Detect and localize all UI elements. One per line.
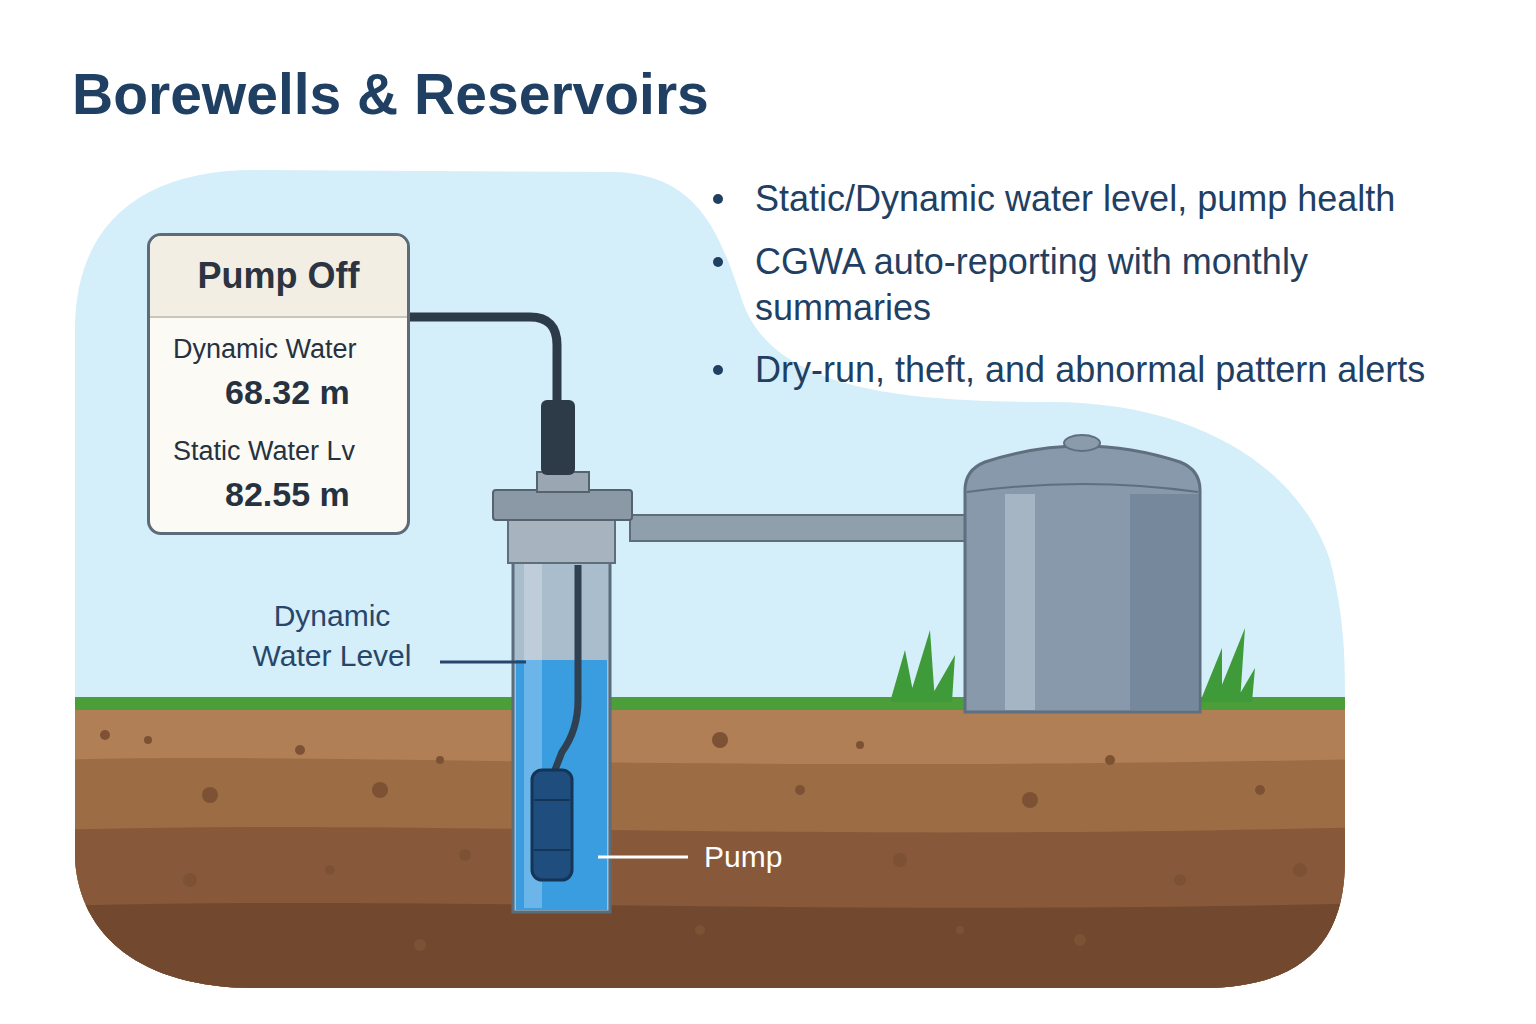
status-panel: Pump OffDynamic Water 68.32 m Static Water…	[147, 233, 410, 535]
part-label: Pump	[704, 838, 782, 876]
well-collar	[508, 518, 615, 563]
bullet-dots	[713, 194, 723, 375]
bullet-dot	[713, 194, 723, 204]
feature-bullet: Dry-run, theft, and abnormal pattern ale…	[755, 347, 1425, 393]
borewell	[410, 317, 632, 912]
tank-knob	[1064, 435, 1100, 451]
soil-layer	[0, 898, 1536, 1024]
leader-line	[598, 856, 688, 859]
reading-label: Dynamic Water	[173, 333, 357, 366]
tank-shade	[1130, 494, 1198, 710]
pump-band	[534, 849, 570, 851]
soil-top	[0, 705, 1536, 1024]
bullet-dot	[713, 365, 723, 375]
soil-layer	[0, 822, 1536, 1024]
bullet-dot	[713, 257, 723, 267]
well-flange	[493, 490, 632, 520]
reading-value: 82.55 m	[225, 474, 350, 514]
reading-value: 68.32 m	[225, 372, 350, 412]
reservoir-tank	[965, 435, 1200, 712]
outlet-pipe	[630, 515, 968, 541]
feature-bullet: CGWA auto-reporting with monthly summari…	[755, 239, 1415, 331]
soil-layer	[0, 755, 1536, 1024]
status-heading: Pump Off	[150, 236, 407, 316]
soil-pebbles	[100, 730, 1307, 951]
pump-band	[534, 799, 570, 801]
tank-seam	[967, 484, 1198, 492]
feature-bullet: Static/Dynamic water level, pump health	[755, 176, 1395, 222]
tank-body	[965, 446, 1200, 712]
well-casing	[513, 560, 610, 912]
submersible-pump	[532, 770, 572, 880]
diagram-title: Borewells & Reservoirs	[72, 58, 709, 130]
leader-line	[440, 661, 526, 664]
pump-cable	[553, 565, 578, 775]
sensor-connector	[541, 400, 575, 475]
part-label: Dynamic Water Level	[238, 596, 426, 676]
reading-label: Static Water Lv	[173, 435, 355, 468]
grass-strip	[0, 697, 1536, 710]
sensor-cable	[410, 317, 557, 402]
tank-highlight	[1005, 494, 1035, 710]
